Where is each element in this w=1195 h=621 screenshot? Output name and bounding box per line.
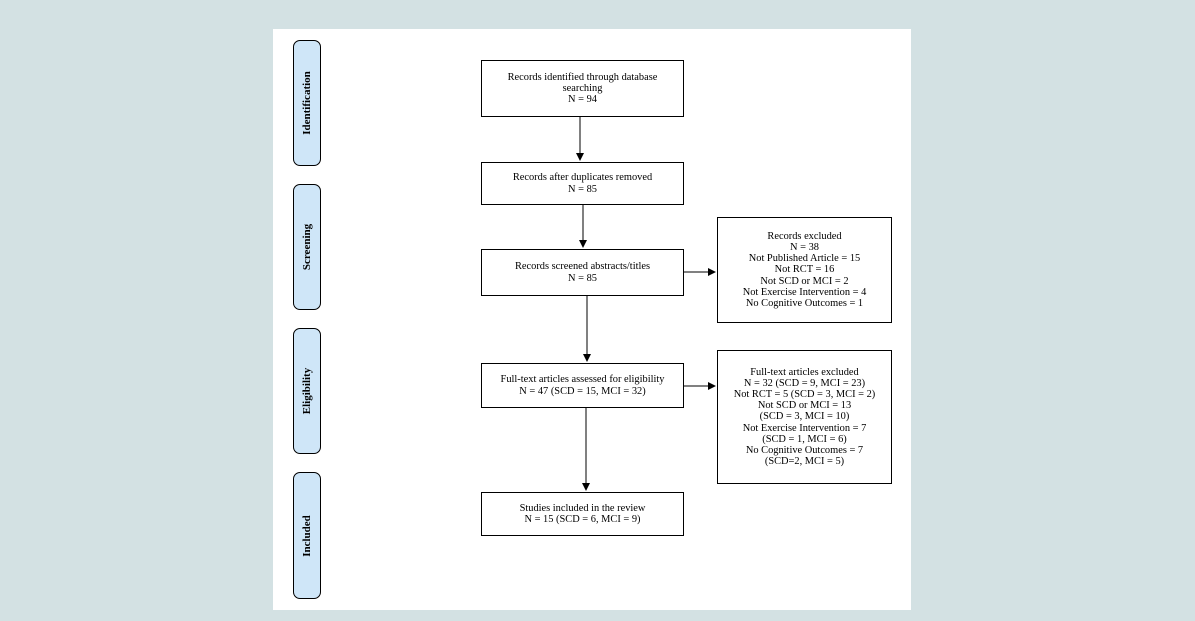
box-line: Not Exercise Intervention = 7: [742, 422, 867, 434]
stage-eligibility-label: Eligibility: [293, 328, 321, 454]
box-line: Records after duplicates removed: [512, 172, 653, 184]
box-line: Records screened abstracts/titles: [514, 261, 651, 273]
records-identified-box: Records identified through database sear…: [481, 60, 684, 117]
box-line: (SCD=2, MCI = 5): [764, 456, 845, 468]
stage-identification-label: Identification: [293, 40, 321, 166]
box-line: No Cognitive Outcomes = 7: [745, 445, 864, 456]
prisma-flow-diagram: Identification Screening Eligibility Inc…: [273, 29, 911, 610]
box-line: N = 94: [568, 94, 597, 106]
box-line: Records identified through database: [507, 71, 658, 83]
box-line: N = 47 (SCD = 15, MCI = 32): [519, 385, 646, 397]
box-line: Full-text articles excluded: [750, 366, 859, 378]
box-line: N = 85: [568, 183, 597, 195]
records-excluded-box: Records excluded N = 38 Not Published Ar…: [717, 217, 892, 323]
box-line: No Cognitive Outcomes = 1: [745, 298, 864, 309]
fulltext-excluded-box: Full-text articles excluded N = 32 (SCD …: [717, 350, 892, 484]
duplicates-removed-box: Records after duplicates removed N = 85: [481, 162, 684, 205]
box-line: Not SCD or MCI = 2: [760, 275, 849, 287]
records-screened-box: Records screened abstracts/titles N = 85: [481, 249, 684, 296]
box-line: Full-text articles assessed for eligibil…: [500, 374, 665, 386]
box-line: (SCD = 3, MCI = 10): [759, 411, 850, 423]
box-line: Not RCT = 5 (SCD = 3, MCI = 2): [733, 388, 876, 400]
box-line: Not Published Article = 15: [748, 253, 861, 265]
box-line: searching: [562, 82, 603, 94]
box-line: Not SCD or MCI = 13: [757, 400, 852, 412]
box-line: N = 38: [790, 241, 819, 253]
box-line: N = 85: [568, 272, 597, 284]
box-line: Studies included in the review: [519, 502, 646, 514]
fulltext-assessed-box: Full-text articles assessed for eligibil…: [481, 363, 684, 408]
stage-included-label: Included: [293, 472, 321, 599]
box-line: (SCD = 1, MCI = 6): [762, 433, 847, 445]
box-line: N = 15 (SCD = 6, MCI = 9): [524, 514, 641, 525]
stage-screening-label: Screening: [293, 184, 321, 310]
box-line: Records excluded: [767, 230, 842, 242]
box-line: Not RCT = 16: [774, 264, 835, 276]
box-line: N = 32 (SCD = 9, MCI = 23): [743, 377, 866, 389]
studies-included-box: Studies included in the review N = 15 (S…: [481, 492, 684, 536]
flow-arrows: [576, 117, 716, 491]
box-line: Not Exercise Intervention = 4: [742, 286, 867, 298]
